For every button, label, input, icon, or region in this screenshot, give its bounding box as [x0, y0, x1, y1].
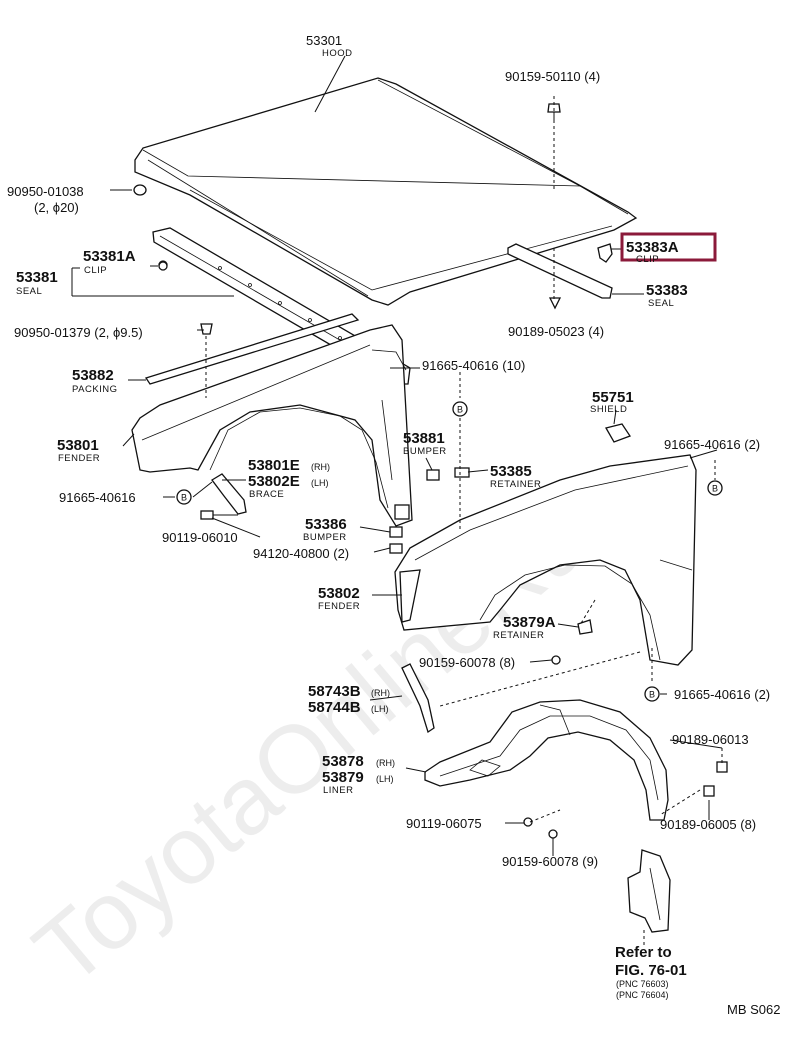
fender-right-pn: 53802 — [318, 585, 360, 602]
shield-pn: 55751 — [592, 389, 634, 406]
clip-a-name: CLIP — [84, 265, 107, 276]
molding-rh-pn: 58743B — [308, 683, 361, 700]
bolt-6075-label: 90119-06075 — [406, 816, 482, 831]
bumper-pn: 53881 — [403, 430, 445, 447]
seal-a-name: SEAL — [16, 286, 42, 297]
liner-lh-pn: 53879 — [322, 769, 364, 786]
ref-line-2: FIG. 76-01 — [615, 962, 687, 979]
ref-line-1: Refer to — [615, 944, 672, 961]
liner-name: LINER — [323, 785, 353, 796]
fender-left-drawing — [131, 324, 413, 527]
callouts: 53301 HOOD 90159-50110 (4) 90950-01038 (… — [7, 33, 780, 1017]
bumper-name: BUMPER — [403, 446, 447, 457]
shield-drawing — [605, 423, 631, 443]
bolt-left-drawing — [200, 510, 238, 520]
fender-left-pn: 53801 — [57, 437, 99, 454]
cushion-pn: 90950-01038 — [7, 184, 84, 199]
bumper-drawing — [426, 469, 440, 481]
hood-cushion — [133, 184, 147, 196]
screw-9-label: 90159-60078 (9) — [502, 854, 598, 869]
marker-b-1: B — [457, 405, 463, 415]
screw-6005-label: 90189-06005 (8) — [660, 817, 756, 832]
retainer-name: RETAINER — [490, 479, 541, 490]
shield-name: SHIELD — [590, 404, 627, 415]
bumper2-drawing — [389, 526, 403, 538]
bumper2-pn: 53386 — [305, 516, 347, 533]
clip-left-label: 91665-40616 — [59, 490, 136, 505]
hood-screw-label: 90189-05023 (4) — [508, 324, 604, 339]
retainer-pn: 53385 — [490, 463, 532, 480]
screw-6013-label: 90189-06013 — [672, 732, 749, 747]
clip-a-pn: 53381A — [83, 248, 136, 265]
packing-drawing — [144, 313, 360, 385]
marker-b-2: B — [181, 493, 187, 503]
hood-seal-right-drawing — [507, 243, 613, 299]
leader-lines — [71, 55, 723, 945]
highlight-box — [620, 232, 717, 262]
clip-10-label: 91665-40616 (10) — [422, 358, 525, 373]
fender-left-name: FENDER — [58, 453, 100, 464]
bumper2-name: BUMPER — [303, 532, 347, 543]
packing-pn: 53882 — [72, 367, 114, 384]
retainer-drawing — [454, 467, 470, 478]
retainer2-name: RETAINER — [493, 630, 544, 641]
retainer2-drawing — [577, 619, 593, 635]
mudflap-drawing — [627, 849, 671, 933]
clip-b-name: CLIP — [636, 254, 659, 265]
hood-pn: 53301 — [306, 33, 342, 48]
brace-rh-pn: 53801E — [248, 457, 300, 474]
seal-a-pn: 53381 — [16, 269, 58, 286]
fender-right-name: FENDER — [318, 601, 360, 612]
brace-lh-side: (LH) — [311, 478, 329, 488]
hood-name: HOOD — [322, 48, 353, 59]
molding-drawing — [401, 663, 435, 734]
ref-line-4: (PNC 76604) — [616, 990, 669, 1000]
clip-b-pn: 53383A — [626, 239, 679, 256]
nut-2-label: 94120-40800 (2) — [253, 546, 349, 561]
grommet-label: 90950-01379 (2, ϕ9.5) — [14, 325, 143, 340]
packing-name: PACKING — [72, 384, 118, 395]
brace-lh-pn: 53802E — [248, 473, 300, 490]
fender-right-drawing — [394, 454, 697, 666]
molding-lh-side: (LH) — [371, 704, 389, 714]
bolt-top-label: 90159-50110 (4) — [505, 69, 600, 84]
clip-2b-label: 91665-40616 (2) — [674, 687, 770, 702]
retainer2-pn: 53879A — [503, 614, 556, 631]
liner-rh-side: (RH) — [376, 758, 395, 768]
molding-lh-pn: 58744B — [308, 699, 361, 716]
cushion-qty: (2, ϕ20) — [34, 200, 79, 215]
brace-drawing — [211, 473, 247, 515]
clip-2a-label: 91665-40616 (2) — [664, 437, 760, 452]
brace-rh-side: (RH) — [311, 462, 330, 472]
ref-line-3: (PNC 76603) — [616, 979, 669, 989]
nut-drawing — [389, 543, 403, 554]
liner-drawing — [424, 699, 669, 821]
liner-rh-pn: 53878 — [322, 753, 364, 770]
diagram-code: MB S062 — [727, 1002, 780, 1017]
brace-name: BRACE — [249, 489, 284, 500]
marker-b-4: B — [649, 690, 655, 700]
seal-b-pn: 53383 — [646, 282, 688, 299]
liner-lh-side: (LH) — [376, 774, 394, 784]
marker-b-3: B — [712, 484, 718, 494]
seal-b-name: SEAL — [648, 298, 674, 309]
molding-rh-side: (RH) — [371, 688, 390, 698]
screw-8a-label: 90159-60078 (8) — [419, 655, 515, 670]
fasteners — [158, 103, 728, 839]
marker-b-group: B B B B — [176, 401, 723, 702]
bolt-left-label: 90119-06010 — [162, 530, 238, 545]
